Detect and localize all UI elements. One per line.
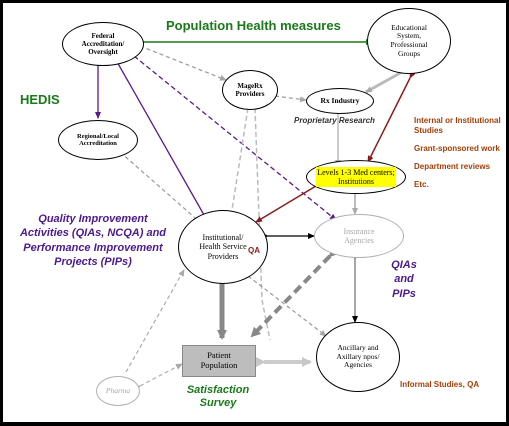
pharma-node: Pharma <box>96 376 140 406</box>
qias-pips-label: QIAs and PIPs <box>391 259 417 300</box>
qa-label: QA <box>248 246 260 255</box>
magerx-providers-node: MageRx Providers <box>222 70 278 110</box>
pharma-patient-link <box>133 363 183 392</box>
rx-industry-node: Rx Industry <box>306 88 374 114</box>
magerx-providers-label: MageRx Providers <box>235 81 265 98</box>
side-list-item: Department reviews <box>414 162 491 171</box>
educational-system-label: Educational System, Professional Groups <box>390 22 428 58</box>
proprietary-research-label: Proprietary Research <box>294 116 375 125</box>
satisfaction-survey-label: Satisfaction Survey <box>186 384 250 410</box>
side-list-item: Etc. <box>414 180 429 189</box>
pharma-institutional-link <box>125 269 185 373</box>
levels-med-centers-node: Levels 1-3 Med centers; Institutions <box>306 160 406 194</box>
side-list-item: Grant-sponsored work <box>414 144 500 153</box>
pharma-label: Pharma <box>105 385 131 395</box>
rx-industry-label: Rx Industry <box>320 95 360 105</box>
patient-population-label: Patient Population <box>200 350 238 370</box>
federal-institutional-link <box>115 59 209 223</box>
patient-population-node: Patient Population <box>182 345 256 377</box>
side-list-item: Internal or Institutional Studies <box>414 116 501 135</box>
federal-accreditation-label: Federal Accreditation/ Oversight <box>81 31 125 57</box>
educational-rx-link <box>365 70 403 94</box>
educational-levels-link <box>367 71 416 163</box>
institutional-providers-label: Institutional/ Health Service Providers <box>199 233 247 261</box>
side-list: Internal or Institutional Studies Grant-… <box>414 116 504 190</box>
regional-accreditation-node: Regional/Local Accreditation <box>58 120 138 160</box>
quality-improvement-label: Quality Improvement Activities (QIAs, NC… <box>19 213 167 268</box>
levels-med-centers-label: Levels 1-3 Med centers; Institutions <box>316 166 396 188</box>
federal-insurance-link <box>133 55 337 221</box>
ancillary-agencies-label: Ancillary and Axillary npos/ Agencies <box>336 343 380 370</box>
educational-system-node: Educational System, Professional Groups <box>367 8 451 74</box>
levels-institutional-link <box>255 185 317 223</box>
magerx-institutional-link <box>231 107 249 211</box>
regional-accreditation-label: Regional/Local Accreditation <box>77 132 119 147</box>
federal-magerx-link <box>139 45 227 81</box>
federal-accreditation-node: Federal Accreditation/ Oversight <box>62 22 144 66</box>
informal-studies-label: Informal Studies, QA <box>400 380 480 389</box>
insurance-agencies-label: Insurance Agencies <box>343 226 375 245</box>
magerx-rx-link <box>274 95 307 103</box>
diagram-title: Population Health measures <box>166 18 341 33</box>
hedis-label: HEDIS <box>20 92 60 107</box>
insurance-agencies-node: Insurance Agencies <box>314 214 404 258</box>
institutional-providers-node: Institutional/ Health Service Providers <box>178 210 268 284</box>
insurance-patient-link <box>250 246 340 338</box>
ancillary-agencies-node: Ancillary and Axillary npos/ Agencies <box>316 322 400 392</box>
